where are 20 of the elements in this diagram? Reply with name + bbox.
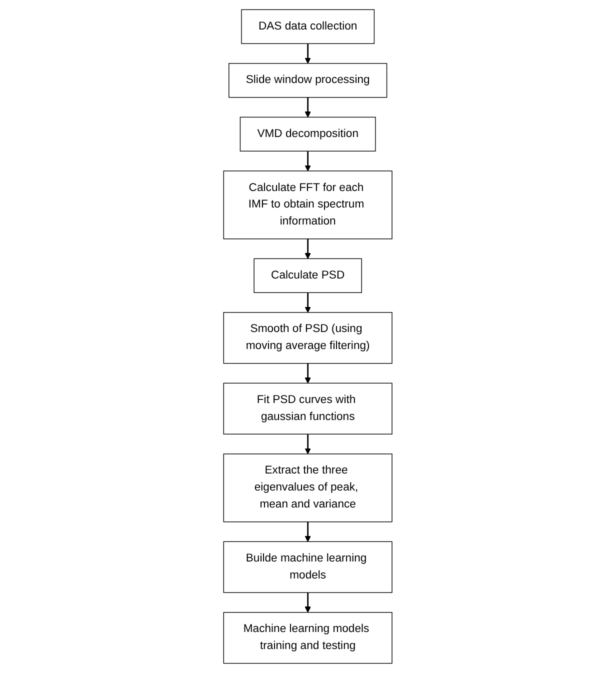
node-box bbox=[222, 312, 392, 364]
node-box bbox=[222, 382, 392, 434]
node-box bbox=[228, 63, 387, 98]
arrow bbox=[304, 292, 311, 313]
node-box bbox=[240, 116, 376, 152]
node-box bbox=[222, 612, 392, 664]
arrow bbox=[304, 522, 311, 542]
node-box bbox=[253, 258, 362, 293]
arrow bbox=[304, 238, 311, 259]
arrow bbox=[304, 97, 311, 118]
node-box bbox=[222, 170, 392, 240]
node-box bbox=[222, 454, 392, 522]
node-box bbox=[222, 541, 392, 593]
arrow bbox=[304, 434, 311, 454]
flowchart: DAS data collection Slide window processing VMD decomposition Calculate FFT for each IMF to obtain spectrum information Calculate PSD Smooth of PSD (using moving average filtering) Fit PSD curves with gaussian functions Extract the three eigenvalues of peak, mean and variance Builde machine learning models Machine learning models training and testing bbox=[218, 4, 398, 669]
node-box bbox=[240, 9, 374, 44]
arrow bbox=[304, 151, 311, 172]
arrow bbox=[304, 363, 311, 384]
arrow bbox=[304, 44, 311, 64]
arrow bbox=[304, 592, 311, 613]
